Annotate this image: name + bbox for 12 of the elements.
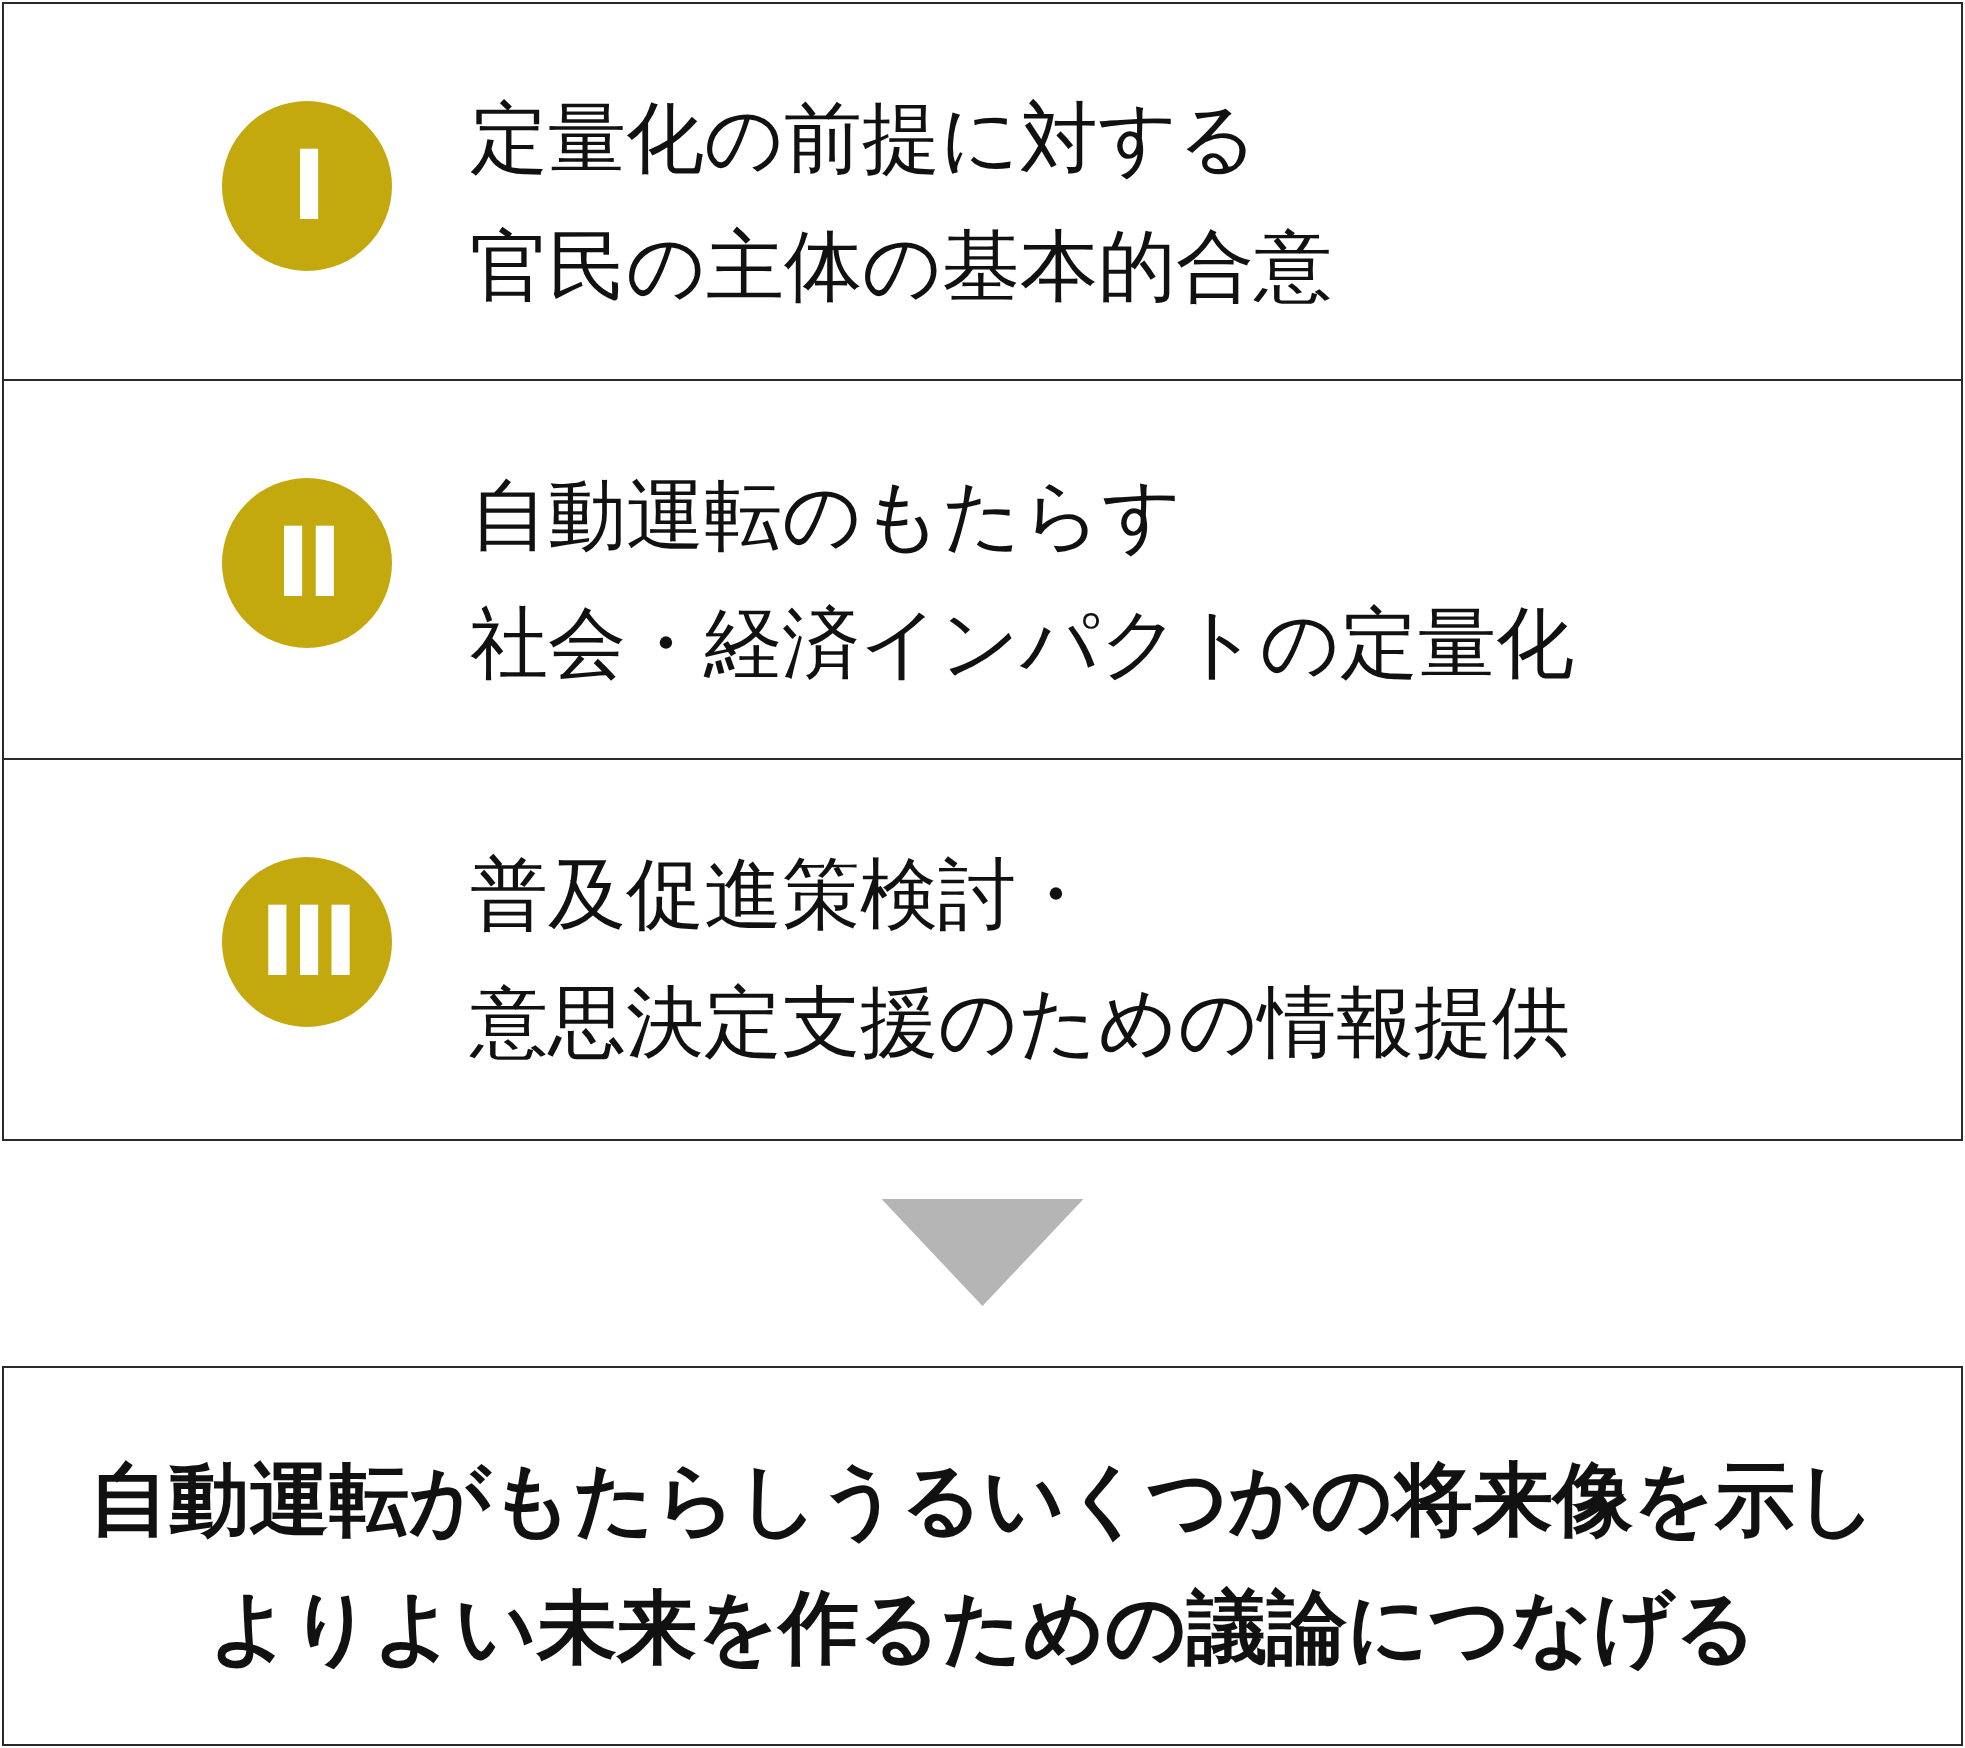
- down-arrow: [881, 1199, 1084, 1306]
- step-text: 自動運転のもたらす社会・経済インパクトの定量化: [470, 469, 1574, 690]
- step-text: 普及促進策検討・意思決定支援のための情報提供: [470, 848, 1570, 1069]
- numeral-badge: II: [222, 478, 392, 648]
- text-panel: [2, 2, 1963, 381]
- text-panel: [2, 379, 1963, 760]
- step-text: 定量化の前提に対する官民の主体の基本的合意: [470, 92, 1332, 313]
- numeral-badge: I: [222, 101, 392, 271]
- text-panel: [2, 1366, 1963, 1746]
- numeral-badge: III: [222, 857, 392, 1027]
- conclusion-text: 自動運転がもたらしうるいくつかの将来像を示しよりよい未来を作るための議論につなげる: [87, 1452, 1878, 1676]
- text-panel: [2, 758, 1963, 1141]
